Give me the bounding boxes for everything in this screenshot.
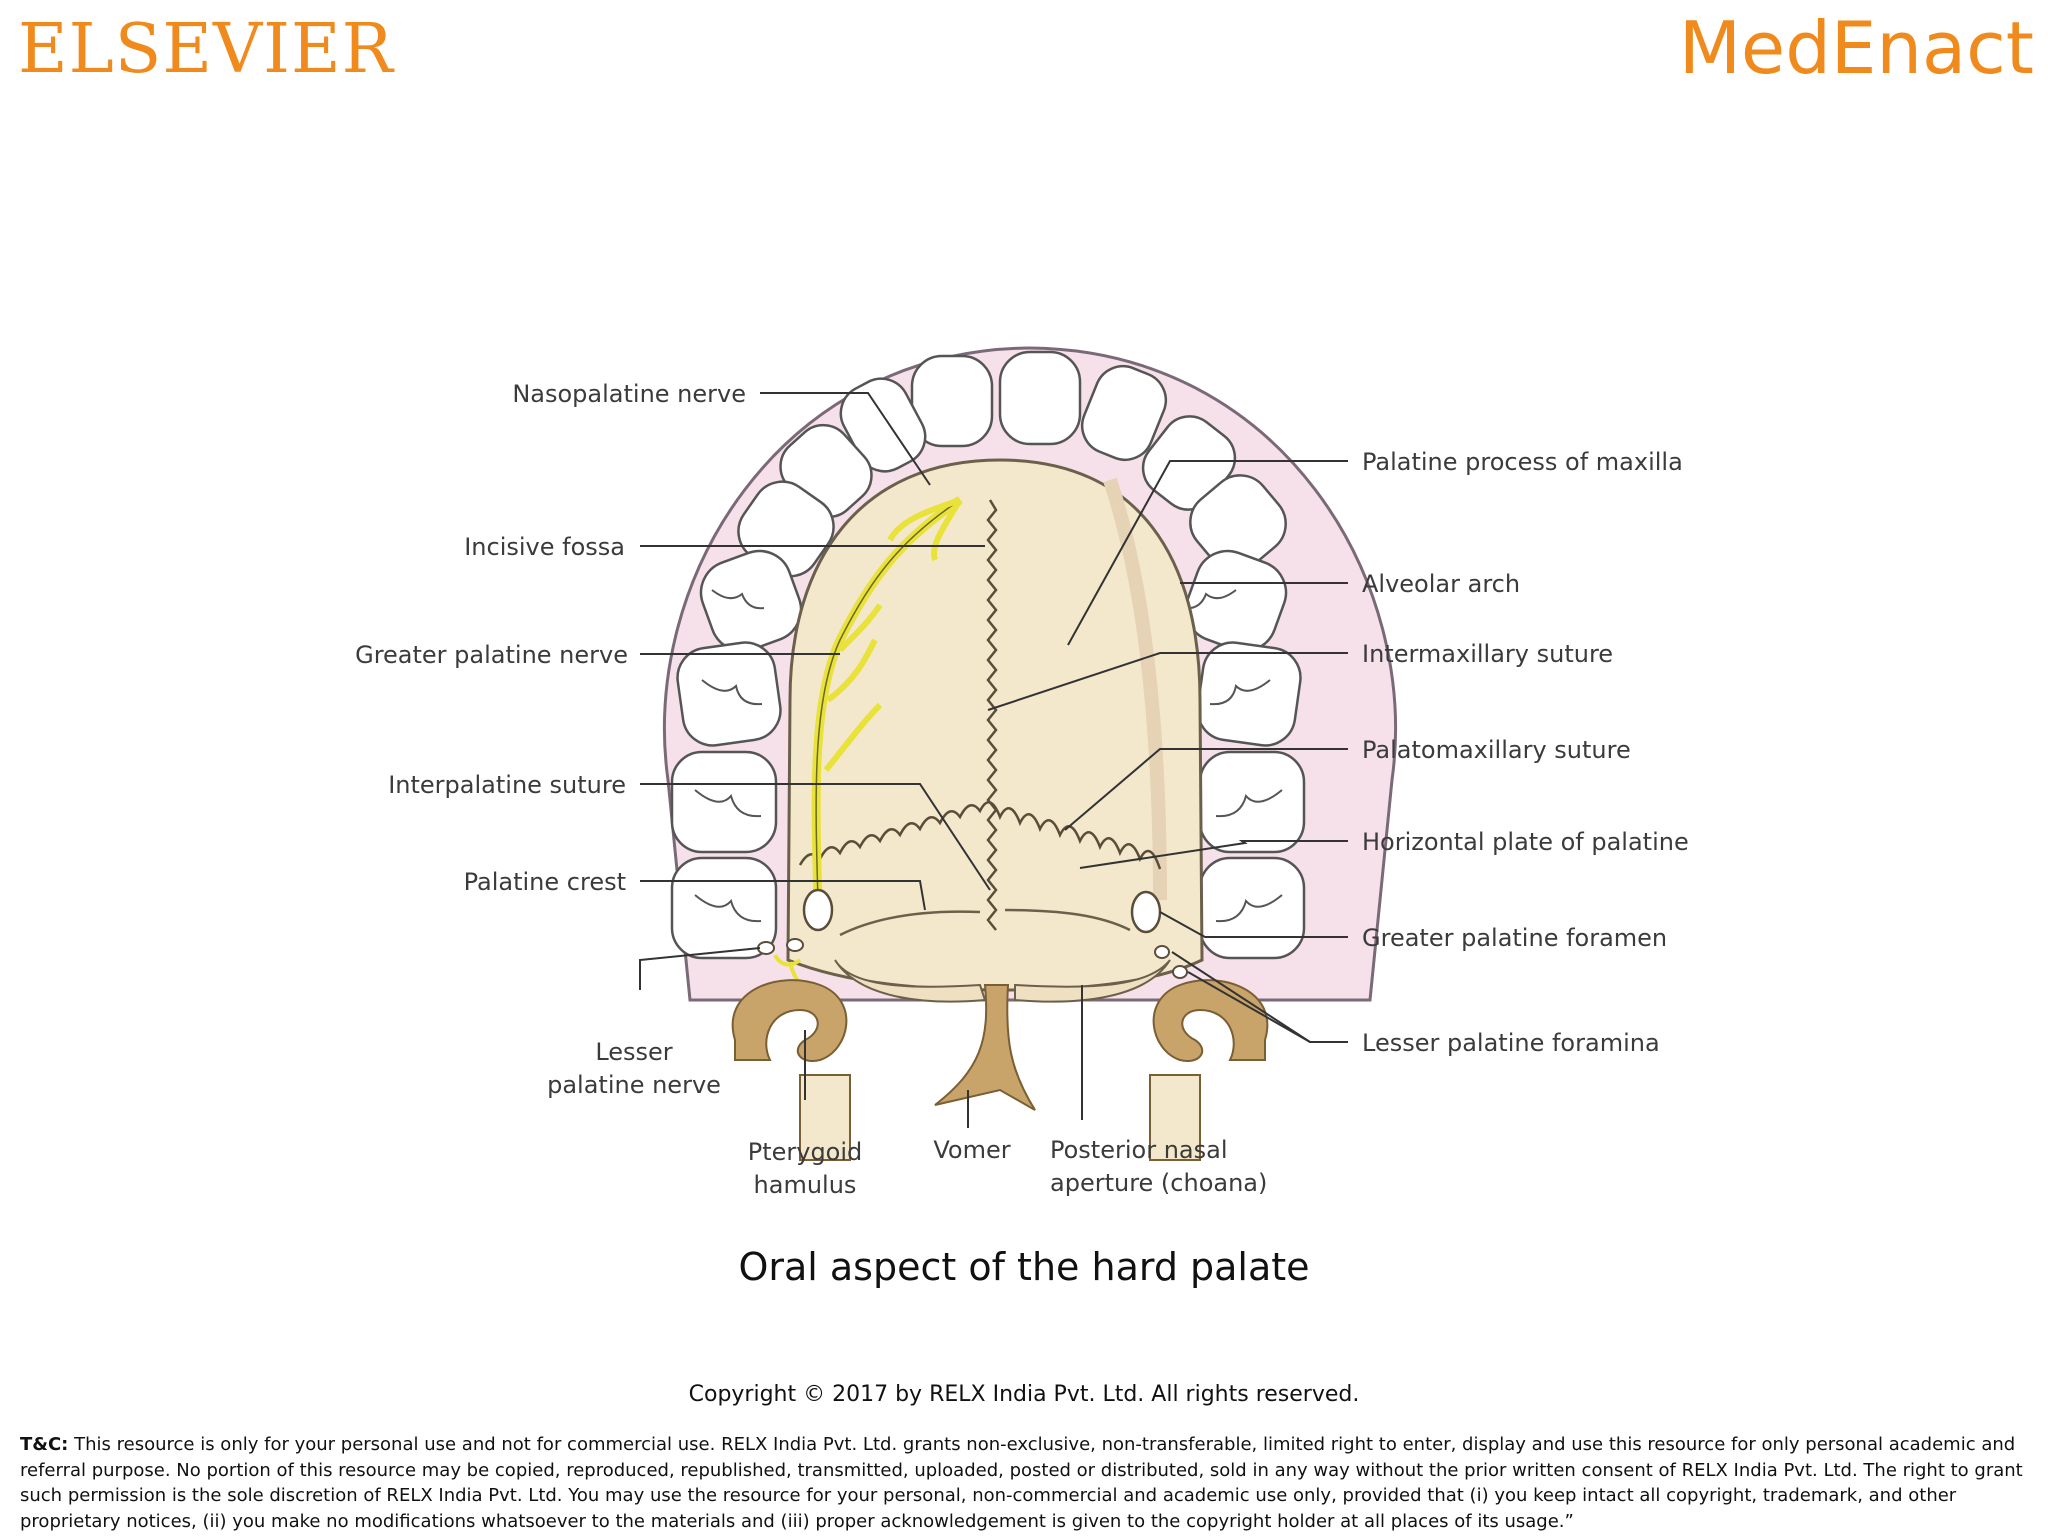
tooth: [670, 856, 778, 960]
medenact-logo: MedEnact: [1678, 6, 2034, 90]
tooth: [1189, 474, 1287, 572]
label-alveolar-arch: Alveolar arch: [1362, 570, 1520, 598]
label-nasopalatine-nerve: Nasopalatine nerve: [512, 380, 746, 408]
tooth: [1198, 750, 1306, 854]
tooth: [1196, 641, 1302, 747]
terms-text: This resource is only for your personal …: [20, 1434, 2023, 1532]
label-pterygoid-hamulus-line1: Pterygoid: [748, 1138, 863, 1166]
label-lesser-palatine-foramina: Lesser palatine foramina: [1362, 1029, 1660, 1057]
greater-palatine-nerve-shape: [811, 496, 963, 901]
palatine-crest-left: [839, 910, 981, 937]
label-greater-palatine-foramen: Greater palatine foramen: [1362, 924, 1667, 952]
lesser-palatine-foramen: [757, 941, 775, 955]
choana-right: [1014, 959, 1171, 1003]
figure-caption: Oral aspect of the hard palate: [738, 1245, 1310, 1289]
elsevier-logo: ELSEVIER: [18, 10, 394, 89]
tooth: [676, 641, 782, 747]
label-vomer: Vomer: [933, 1136, 1010, 1164]
molar-cusps: [694, 589, 1283, 923]
lesser-palatine-foramen: [786, 938, 804, 952]
label-greater-palatine-nerve: Greater palatine nerve: [355, 641, 628, 669]
vomer-shape: [934, 984, 1036, 1111]
label-posterior-nasal-aperture-line2: aperture (choana): [1050, 1169, 1267, 1197]
tooth: [1198, 856, 1306, 960]
label-intermaxillary-suture: Intermaxillary suture: [1362, 640, 1613, 668]
leader-lines: [639, 392, 1348, 1128]
label-palatine-crest: Palatine crest: [464, 868, 626, 896]
tooth: [1080, 364, 1168, 462]
greater-palatine-foramen-left: [802, 888, 834, 932]
palatomaxillary-suture-line: [798, 801, 1162, 870]
terms-prefix: T&C:: [20, 1434, 69, 1455]
label-palatine-process-of-maxilla: Palatine process of maxilla: [1362, 448, 1683, 476]
label-lesser-palatine-nerve-line2: palatine nerve: [547, 1071, 721, 1099]
palatine-crest-right: [1004, 908, 1131, 932]
label-posterior-nasal-aperture-line1: Posterior nasal: [1050, 1136, 1228, 1164]
label-pterygoid-hamulus-line2: hamulus: [754, 1171, 857, 1199]
label-palatomaxillary-suture: Palatomaxillary suture: [1362, 736, 1631, 764]
tooth: [699, 549, 803, 653]
intermaxillary-suture-line: [986, 499, 998, 931]
tooth: [998, 350, 1082, 446]
tooth: [910, 354, 994, 448]
lesser-palatine-foramen: [1154, 945, 1170, 959]
lesser-palatine-foramen: [1172, 965, 1188, 979]
label-horizontal-plate-of-palatine: Horizontal plate of palatine: [1362, 828, 1689, 856]
greater-palatine-foramen-right: [1130, 890, 1162, 934]
label-lesser-palatine-nerve-line1: Lesser: [595, 1038, 672, 1066]
label-incisive-fossa: Incisive fossa: [464, 533, 625, 561]
palatine-groove: [1103, 477, 1167, 901]
copyright-notice: Copyright © 2017 by RELX India Pvt. Ltd.…: [688, 1382, 1360, 1407]
label-interpalatine-suture: Interpalatine suture: [388, 771, 626, 799]
terms-and-conditions: T&C: This resource is only for your pers…: [20, 1432, 2030, 1534]
